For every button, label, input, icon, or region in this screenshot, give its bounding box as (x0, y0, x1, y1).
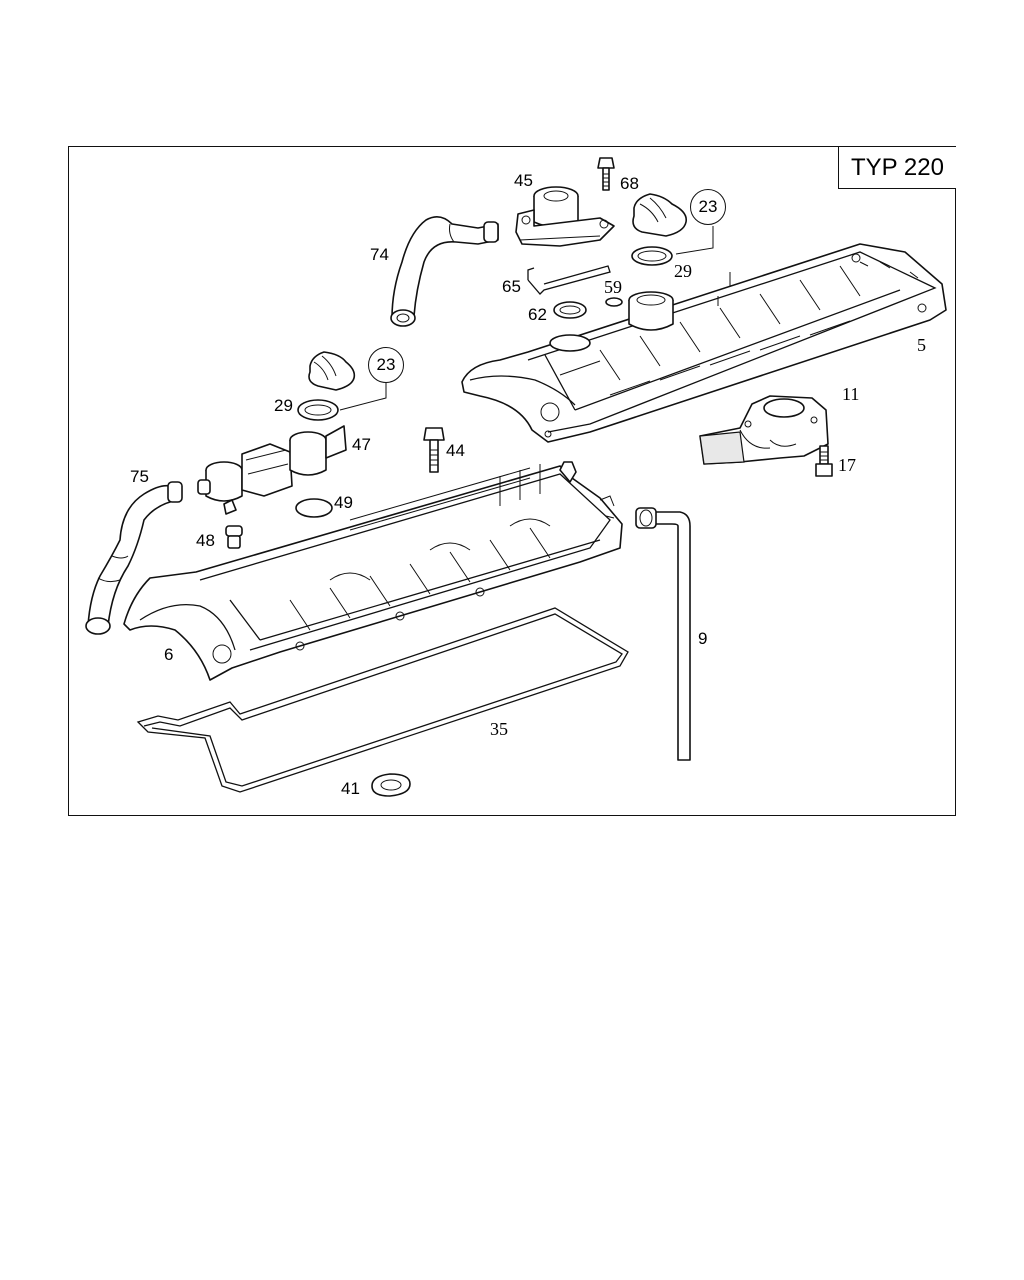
part-49-seal[interactable] (295, 498, 333, 518)
callout-41: 41 (341, 779, 360, 798)
part-29-seal-right[interactable] (631, 246, 673, 266)
callout-35: 35 (490, 719, 508, 739)
part-44-bolt[interactable] (423, 427, 445, 473)
leader-lines (339, 226, 714, 411)
callout-5: 5 (917, 335, 926, 355)
callout-11: 11 (842, 384, 860, 404)
callout-49: 49 (334, 493, 353, 512)
part-6-cylinder-head-cover-left[interactable] (123, 461, 623, 681)
part-45-pressure-valve-right[interactable] (515, 186, 615, 247)
callout-68: 68 (620, 174, 639, 193)
callout-74: 74 (370, 245, 389, 264)
callout-23-left: 23 (368, 347, 404, 383)
part-47-pressure-valve-left[interactable] (197, 425, 347, 515)
callout-23-right: 23 (690, 189, 726, 225)
callout-29-right: 29 (674, 261, 692, 281)
part-11-oil-separator[interactable] (699, 395, 829, 465)
part-62-seal[interactable] (553, 301, 587, 319)
part-5-cylinder-head-cover-right[interactable] (461, 243, 947, 443)
callout-29-left: 29 (274, 396, 293, 415)
part-41-seal-ring[interactable] (371, 773, 411, 797)
part-17-bolt[interactable] (815, 445, 833, 477)
callout-48: 48 (196, 531, 215, 550)
part-23-cap-right[interactable] (632, 193, 688, 237)
part-48-plug[interactable] (225, 525, 243, 549)
callout-47: 47 (352, 435, 371, 454)
part-9-vent-pipe[interactable] (635, 507, 691, 761)
part-23-cap-left[interactable] (308, 351, 356, 391)
part-68-bolt[interactable] (597, 157, 615, 191)
part-65-clip[interactable] (527, 265, 611, 295)
callout-65: 65 (502, 277, 521, 296)
callout-6: 6 (164, 645, 174, 664)
part-29-seal-left[interactable] (297, 399, 339, 421)
callout-62: 62 (528, 305, 547, 324)
part-35-gasket[interactable] (136, 607, 629, 793)
diagram-frame (68, 146, 956, 816)
part-59-o-ring[interactable] (605, 297, 623, 307)
callout-75: 75 (130, 467, 149, 486)
callout-44: 44 (446, 441, 465, 460)
callout-17: 17 (838, 455, 856, 475)
part-74-hose[interactable] (390, 216, 499, 327)
model-type-label: TYP 220 (838, 147, 956, 189)
part-75-hose[interactable] (85, 481, 183, 635)
callout-9: 9 (698, 629, 708, 648)
callout-59: 59 (604, 277, 622, 297)
callout-45: 45 (514, 171, 533, 190)
